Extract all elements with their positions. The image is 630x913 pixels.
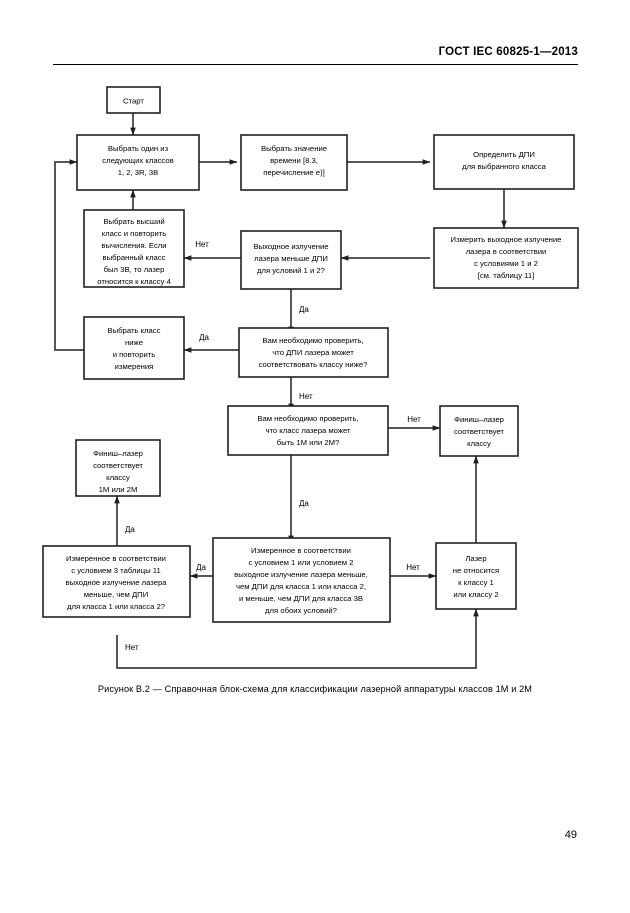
document-header: ГОСТ IEC 60825-1—2013 — [438, 46, 578, 58]
node-higher-line-2: вычисления. Если — [101, 241, 166, 250]
node-finish1m-line-1: соответствует — [93, 461, 143, 470]
node-d2-line-1: что ДПИ лазера может — [272, 348, 354, 357]
node-select-time[interactable]: Выбрать значение времени [8.3, перечисле… — [240, 134, 348, 191]
edge-label-d4-no: Нет — [125, 643, 139, 652]
node-time-line-1: времени [8.3, — [270, 156, 318, 165]
node-d2-line-2: соответствовать классу ниже? — [259, 360, 368, 369]
node-d4-line-0: Измеренное в соответствии — [66, 554, 166, 563]
flow-edge-labels: Нет Да Да Нет Нет Да Да Нет Да Нет — [125, 240, 421, 652]
node-d4-line-3: меньше, чем ДПИ — [84, 590, 148, 599]
node-measure-line-3: [см. таблицу 11] — [478, 271, 535, 280]
node-measure-output[interactable]: Измерить выходное излучение лазера в соо… — [433, 227, 579, 289]
node-higher-line-3: выбранный класс — [103, 253, 166, 262]
node-start-line-0: Старт — [123, 97, 144, 106]
edge-label-d2-no: Нет — [299, 392, 313, 401]
node-laser-not-class-1-2[interactable]: Лазер не относится к классу 1 или классу… — [435, 542, 517, 610]
node-d4-line-4: для класса 1 или класса 2? — [67, 602, 165, 611]
node-d3-line-0: Вам необходимо проверить, — [257, 414, 358, 423]
node-notcls-line-1: не относится — [453, 566, 499, 575]
node-measure-line-2: с условиями 1 и 2 — [474, 259, 538, 268]
node-d5-line-3: чем ДПИ для класса 1 или класса 2, — [236, 582, 366, 591]
flow-connectors — [54, 113, 507, 669]
node-time-line-0: Выбрать значение — [261, 144, 327, 153]
node-finishcls-line-1: соответствует — [454, 427, 504, 436]
edge-label-d1-no: Нет — [195, 240, 209, 249]
edge-lower-choose — [54, 159, 84, 351]
node-start[interactable]: Старт — [106, 86, 161, 114]
node-finish-laser-class[interactable]: Финиш–лазер соответствует классу — [439, 405, 519, 457]
node-decision-dpi-lower-class[interactable]: Вам необходимо проверить, что ДПИ лазера… — [238, 327, 389, 378]
edge-d4-notcls-no — [116, 608, 479, 669]
node-finish1m-line-0: Финиш–лазер — [93, 449, 143, 458]
edge-label-d3-yes: Да — [299, 499, 309, 508]
node-choose-line-1: следующих классов — [102, 156, 173, 165]
node-decision-condition1-2[interactable]: Измеренное в соответствии с условием 1 и… — [212, 537, 391, 623]
edge-label-d5-yes: Да — [196, 563, 206, 572]
node-finish1m-line-3: 1М или 2М — [99, 485, 138, 494]
node-lower-line-0: Выбрать класс — [108, 326, 161, 335]
node-notcls-line-0: Лазер — [465, 554, 486, 563]
node-dpi-line-1: для выбранного класса — [462, 162, 547, 171]
node-d4-line-1: с условием 3 таблицы 11 — [71, 566, 161, 575]
edge-label-d1-yes: Да — [299, 305, 309, 314]
node-decision-condition3-table11[interactable]: Измеренное в соответствии с условием 3 т… — [42, 545, 191, 618]
node-finish-laser-class-1m-2m[interactable]: Финиш–лазер соответствует классу 1М или … — [75, 439, 161, 497]
node-measure-line-1: лазера в соответствии — [466, 247, 547, 256]
page-number: 49 — [564, 829, 577, 841]
node-decision-class-1m-2m[interactable]: Вам необходимо проверить, что класс лазе… — [227, 405, 389, 456]
node-d2-line-0: Вам необходимо проверить, — [262, 336, 363, 345]
node-notcls-line-2: к классу 1 — [458, 578, 494, 587]
node-d5-line-2: выходное излучение лазера меньше, — [234, 570, 368, 579]
node-lower-line-3: измерения — [115, 362, 154, 371]
edge-label-d5-no: Нет — [406, 563, 420, 572]
node-choose-lower-class[interactable]: Выбрать класс ниже и повторить измерения — [83, 316, 185, 380]
node-choose-higher-class[interactable]: Выбрать высший класс и повторить вычисле… — [83, 209, 185, 288]
node-d4-line-2: выходное излучение лазера — [65, 578, 167, 587]
node-d5-line-5: для обоих условий? — [265, 606, 337, 615]
node-d5-line-4: и меньше, чем ДПИ для класса 3В — [239, 594, 363, 603]
node-decision-output-below-dpi[interactable]: Выходное излучение лазера меньше ДПИ для… — [240, 230, 342, 290]
node-d3-line-2: быть 1М или 2М? — [277, 438, 340, 447]
node-notcls-line-3: или классу 2 — [453, 590, 498, 599]
node-choose-line-2: 1, 2, 3R, 3В — [118, 168, 159, 177]
node-higher-line-4: был 3В, то лазер — [104, 265, 165, 274]
node-lower-line-1: ниже — [125, 338, 143, 347]
node-d1-line-0: Выходное излучение — [253, 242, 328, 251]
node-d5-line-1: с условием 1 или условием 2 — [249, 558, 354, 567]
node-finishcls-line-0: Финиш–лазер — [454, 415, 504, 424]
node-d1-line-2: для условий 1 и 2? — [257, 266, 325, 275]
edge-label-d3-no: Нет — [407, 415, 421, 424]
node-determine-dpi[interactable]: Определить ДПИ для выбранного класса — [433, 134, 575, 190]
node-time-line-2: перечисление е)] — [263, 168, 325, 177]
node-d1-line-1: лазера меньше ДПИ — [254, 254, 328, 263]
node-measure-line-0: Измерить выходное излучение — [451, 235, 562, 244]
node-choose-class[interactable]: Выбрать один из следующих классов 1, 2, … — [76, 134, 200, 191]
node-finishcls-line-2: классу — [467, 439, 491, 448]
edge-label-d2-yes: Да — [199, 333, 209, 342]
node-finish1m-line-2: классу — [106, 473, 130, 482]
node-dpi-line-0: Определить ДПИ — [473, 150, 535, 159]
node-higher-line-5: относится к классу 4 — [97, 277, 171, 286]
figure-caption: Рисунок В.2 — Справочная блок-схема для … — [97, 684, 533, 694]
header-rule — [53, 64, 578, 65]
node-d3-line-1: что класс лазера может — [265, 426, 351, 435]
node-d5-line-0: Измеренное в соответствии — [251, 546, 351, 555]
node-choose-line-0: Выбрать один из — [108, 144, 169, 153]
node-higher-line-1: класс и повторить — [102, 229, 167, 238]
edge-label-d4-yes: Да — [125, 525, 135, 534]
flowchart-figure: Нет Да Да Нет Нет Да Да Нет Да Нет Старт… — [0, 72, 630, 682]
node-lower-line-2: и повторить — [113, 350, 156, 359]
node-higher-line-0: Выбрать высший — [103, 217, 164, 226]
